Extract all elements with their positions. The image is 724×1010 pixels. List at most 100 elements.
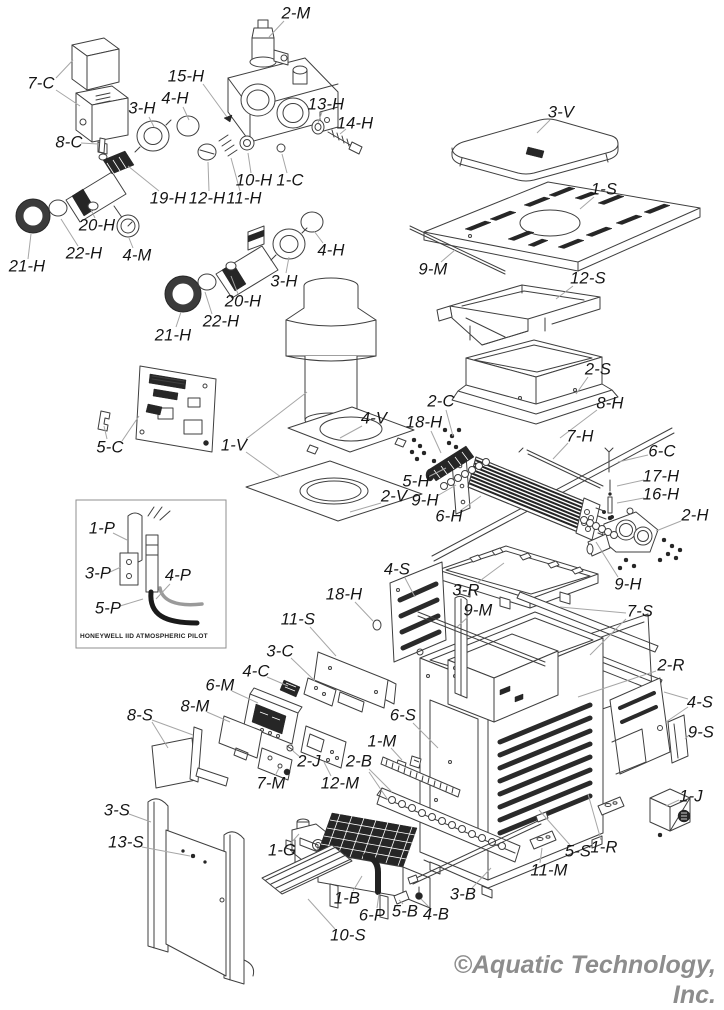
part-2B-drawing bbox=[376, 756, 521, 863]
part-label-2-C: 2-C bbox=[427, 392, 455, 411]
leader-line-8-S bbox=[151, 719, 194, 736]
part-label-5-H: 5-H bbox=[402, 472, 430, 491]
part-label-3-H: 3-H bbox=[128, 99, 156, 118]
part-label-1-R: 1-R bbox=[590, 838, 618, 857]
part-label-2-S: 2-S bbox=[584, 360, 612, 379]
leader-line-5-H bbox=[427, 467, 447, 478]
part-label-2-H: 2-H bbox=[681, 506, 709, 525]
part-label-12-S: 12-S bbox=[570, 269, 606, 288]
part-label-6-P: 6-P bbox=[358, 906, 386, 925]
leader-line-13-H bbox=[317, 111, 323, 124]
part-plates-drawing bbox=[529, 796, 625, 850]
leader-line-9-H bbox=[436, 484, 457, 497]
part-label-7-H: 7-H bbox=[566, 427, 594, 446]
leader-line-7-M bbox=[274, 767, 280, 777]
part-1J-drawing bbox=[649, 788, 691, 838]
leader-line-7-S bbox=[559, 606, 627, 614]
leader-line-11-M bbox=[539, 847, 543, 864]
leader-line-3-B bbox=[471, 867, 492, 889]
part-label-3-C: 3-C bbox=[266, 642, 294, 661]
part-label-18-H: 18-H bbox=[325, 585, 363, 604]
leader-line-2-M bbox=[268, 20, 285, 38]
leader-line-2-J bbox=[292, 750, 301, 758]
part-2S-drawing bbox=[451, 339, 619, 425]
leader-line-1-G bbox=[289, 833, 300, 845]
part-label-21-H: 21-H bbox=[8, 257, 46, 276]
part-3R-drawing bbox=[437, 545, 599, 610]
part-label-2-B: 2-B bbox=[345, 752, 373, 771]
part-label-18-H: 18-H bbox=[405, 413, 443, 432]
part-label-1-J: 1-J bbox=[679, 787, 703, 806]
leader-line-17-H bbox=[616, 479, 645, 487]
leader-line-4-P bbox=[155, 583, 171, 600]
part-label-1-G: 1-G bbox=[267, 841, 297, 860]
leader-line-1-B bbox=[352, 875, 363, 892]
part-control-board-drawing bbox=[97, 365, 217, 453]
leader-line-11-S bbox=[309, 626, 337, 657]
leader-line-9-M bbox=[440, 249, 456, 263]
leader-line-15-H bbox=[202, 83, 228, 118]
leader-line-9-H bbox=[595, 541, 619, 578]
part-label-15-H: 15-H bbox=[167, 67, 205, 86]
part-label-4-H: 4-H bbox=[317, 241, 345, 260]
part-label-1-M: 1-M bbox=[367, 732, 397, 751]
part-label-4-M: 4-M bbox=[122, 246, 152, 265]
part-label-1-P: 1-P bbox=[88, 519, 116, 538]
part-label-3-S: 3-S bbox=[103, 801, 131, 820]
leader-line-5-P bbox=[119, 598, 144, 607]
part-label-20-H: 20-H bbox=[78, 216, 116, 235]
pilot-inset-drawing bbox=[75, 499, 227, 649]
leader-line-6-M bbox=[231, 690, 259, 704]
part-label-17-H: 17-H bbox=[642, 467, 680, 486]
part-label-8-M: 8-M bbox=[180, 697, 210, 716]
leader-line-10-S bbox=[307, 898, 336, 930]
leader-line-3-H bbox=[285, 256, 290, 274]
leader-line-4-S bbox=[404, 577, 416, 598]
leader-line-3-V bbox=[536, 119, 551, 134]
part-label-3-V: 3-V bbox=[547, 103, 575, 122]
part-6H-heat-exchanger-drawing bbox=[409, 427, 683, 571]
leader-line-1-C bbox=[281, 153, 288, 174]
part-label-4-S: 4-S bbox=[686, 693, 714, 712]
leader-line-19-H bbox=[127, 165, 160, 192]
leader-line-3-P bbox=[109, 566, 122, 573]
part-8C-drawing bbox=[98, 137, 106, 154]
part-label-1-V: 1-V bbox=[220, 436, 248, 455]
leader-line-2-V bbox=[349, 502, 382, 513]
leader-line-6-S bbox=[412, 722, 439, 749]
part-label-21-H: 21-H bbox=[154, 326, 192, 345]
leader-line-4-B bbox=[420, 898, 430, 908]
part-union-upper-drawing bbox=[15, 115, 200, 238]
part-label-5-B: 5-B bbox=[391, 902, 419, 921]
leader-line-4-S bbox=[663, 691, 689, 700]
part-label-4-V: 4-V bbox=[360, 409, 388, 428]
part-header-2M-drawing bbox=[197, 19, 363, 161]
leader-line-18-H bbox=[430, 430, 442, 454]
leader-line-5-S bbox=[538, 809, 571, 846]
leader-line-1-P bbox=[112, 532, 128, 541]
leader-line-22-H bbox=[204, 291, 213, 315]
part-label-11-H: 11-H bbox=[226, 189, 262, 208]
leader-line-12-M bbox=[323, 761, 332, 777]
part-label-3-B: 3-B bbox=[449, 885, 477, 904]
leader-line-8-C bbox=[80, 142, 99, 145]
leader-line-22-H bbox=[60, 218, 79, 247]
part-label-4-B: 4-B bbox=[422, 905, 450, 924]
leader-line-2-C bbox=[445, 409, 454, 437]
part-label-1-C: 1-C bbox=[276, 171, 304, 190]
leader-line-1-M bbox=[390, 747, 403, 761]
leader-line-18-H bbox=[354, 601, 374, 622]
leader-line-4-M bbox=[128, 237, 134, 249]
leader-line-3-C bbox=[290, 657, 316, 682]
part-label-22-H: 22-H bbox=[65, 244, 103, 263]
leader-line-12-H bbox=[207, 161, 210, 192]
part-label-9-M: 9-M bbox=[418, 260, 448, 279]
part-label-16-H: 16-H bbox=[642, 485, 680, 504]
leader-line-8-M bbox=[206, 711, 231, 723]
leader-line-4-V bbox=[339, 425, 363, 439]
part-label-7-C: 7-C bbox=[27, 74, 55, 93]
part-label-8-H: 8-H bbox=[596, 394, 624, 413]
part-label-8-C: 8-C bbox=[55, 133, 83, 152]
pilot-inset-caption: HONEYWELL IID ATMOSPHERIC PILOT bbox=[80, 633, 208, 640]
leader-line-3-S bbox=[128, 813, 152, 823]
